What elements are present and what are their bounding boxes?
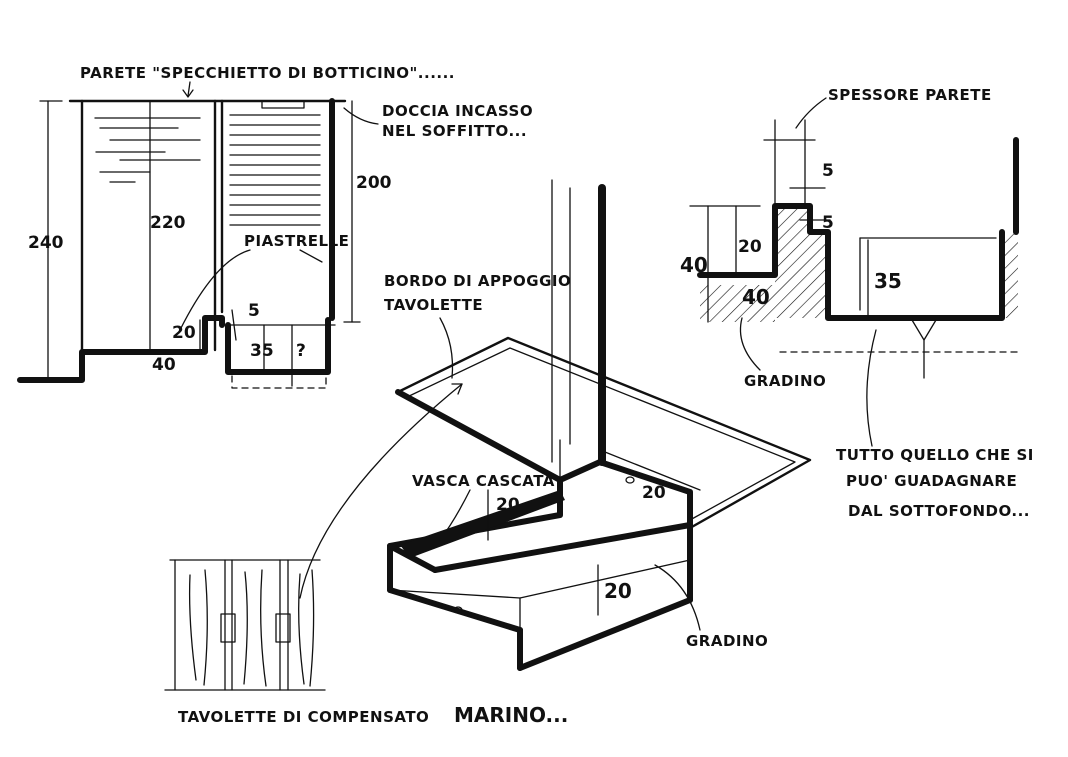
dim-40-label: 40 [152, 355, 176, 375]
tub-bottom-left [387, 587, 523, 633]
dim-20-label: 20 [172, 323, 196, 343]
step-iso-leader [654, 564, 701, 631]
tile-lines [229, 114, 321, 226]
border-label: BORDO DI APPOGGIO [384, 272, 571, 290]
plywood-leader [299, 383, 463, 599]
shower-label: DOCCIA INCASSO [382, 102, 533, 120]
step-hatch [775, 206, 828, 318]
upper-step [557, 459, 693, 528]
title-arrow [187, 81, 191, 97]
right-section-step: SPESSORE PARETE 5 5 20 40 40 35 GRADINO [680, 86, 1034, 520]
screw-marker-1 [453, 606, 463, 614]
dim-5-mid-label: 5 [822, 213, 834, 233]
tub-subfloor-dashed [231, 375, 327, 389]
dim-35-sec-label: 35 [874, 269, 902, 293]
tiles-arrow-right [299, 249, 323, 263]
tub-front-short [387, 543, 438, 573]
wood-grain [188, 569, 315, 687]
plywood-label: TAVOLETTE DI COMPENSATO [178, 708, 429, 726]
dim-35-label: 35 [250, 341, 274, 361]
subfloor-label-3: DAL SOTTOFONDO... [848, 502, 1030, 520]
dim-200-label: 200 [356, 173, 392, 193]
dim-40-fill-label: 40 [742, 285, 770, 309]
dim-20-sec-label: 20 [738, 237, 762, 257]
border-leader [439, 317, 454, 379]
subfloor-label-2: PUO' GUADAGNARE [846, 472, 1017, 490]
stone-texture [94, 117, 201, 183]
step-iso-label: GRADINO [686, 632, 768, 650]
subfloor-leader [866, 329, 877, 447]
dim-240-label: 240 [28, 233, 64, 253]
border-label-2: TAVOLETTE [384, 296, 483, 314]
screw-marker-2 [625, 476, 635, 484]
wall-title-label: PARETE "SPECCHIETTO DI BOTTICINO"...... [80, 64, 455, 82]
plywood-marine-label: MARINO... [454, 703, 568, 727]
cascade-tub-leader [439, 489, 471, 541]
tiles-label: PIASTRELLE [244, 232, 349, 250]
dim-40-sec-label: 40 [680, 253, 708, 277]
cascade-tub-label: VASCA CASCATA [412, 472, 555, 490]
isometric-view: VASCA CASCATA 20 20 20 BORDO DI APPOGGIO… [384, 179, 812, 671]
left-section-elevation: PARETE "SPECCHIETTO DI BOTTICINO"...... [17, 64, 533, 389]
iso-dim-20b: 20 [642, 483, 666, 503]
floor-hatch [700, 285, 775, 322]
tiles-arrow-left [179, 249, 251, 331]
subfloor-label-1: TUTTO QUELLO CHE SI [836, 446, 1034, 464]
dim-220-label: 220 [150, 213, 186, 233]
upper-step-edge [599, 449, 701, 491]
dim-5-top-label: 5 [822, 161, 834, 181]
tub-bottom-right [517, 597, 693, 671]
shower-leader [343, 107, 379, 125]
step-section-label: GRADINO [744, 372, 826, 390]
shower-label-2: NEL SOFFITTO... [382, 122, 527, 140]
dim-q-label: ? [296, 341, 306, 361]
wall-thickness-label: SPESSORE PARETE [828, 86, 992, 104]
iso-dim-20a: 20 [496, 495, 520, 515]
plank-joint-2 [275, 613, 291, 643]
tub-face-line [389, 559, 691, 599]
iso-dim-20c: 20 [604, 579, 632, 603]
step-section-leader [739, 317, 761, 371]
title-arrowhead [182, 89, 194, 98]
tub-rim-front [432, 522, 693, 573]
border-inner [404, 347, 796, 521]
wall-thickness-leader [795, 97, 827, 129]
floor-profile [17, 315, 225, 383]
dim-5-mark [231, 309, 237, 341]
drain-symbol [911, 319, 937, 341]
plywood-arrowhead [451, 383, 463, 395]
plywood-detail: TAVOLETTE DI COMPENSATO MARINO... [164, 383, 568, 727]
ceiling-shower-recess [261, 100, 305, 109]
plank-joint-1 [220, 613, 236, 643]
step-profile [697, 203, 1005, 321]
dim-5-label: 5 [248, 301, 260, 321]
cascade-tub-band [400, 490, 565, 558]
recessed-tub-profile [225, 317, 331, 375]
